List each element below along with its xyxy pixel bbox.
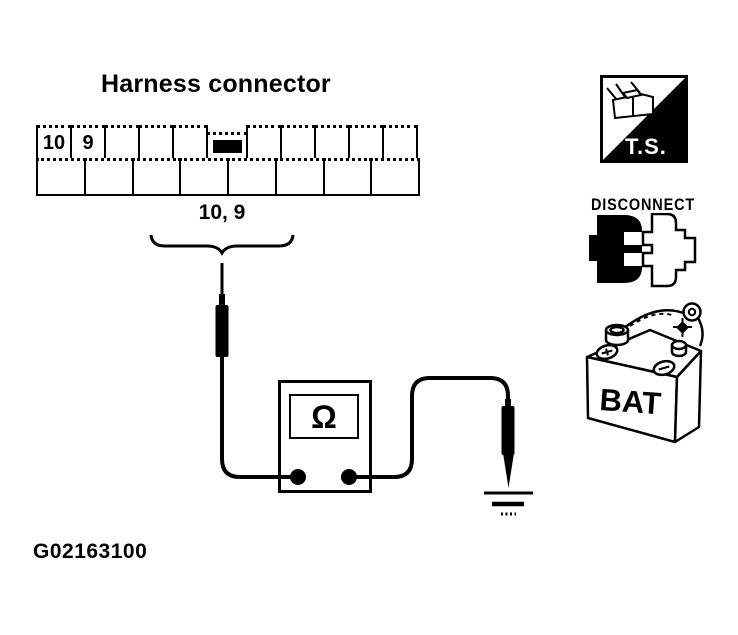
connector-cavity (179, 158, 229, 196)
right-probe (501, 406, 515, 455)
disconnect-label: DISCONNECT (591, 195, 696, 214)
connector-cavity (131, 158, 182, 196)
connector-cavity (227, 158, 277, 196)
connector-cavity (370, 158, 420, 196)
connector-cavity (322, 158, 373, 196)
battery-label: BAT (599, 382, 663, 421)
figure-id: G02163100 (33, 540, 148, 563)
disconnect-icon-art (589, 213, 697, 288)
connector-bottom-row (36, 158, 420, 196)
connector-cavity (138, 125, 174, 160)
connector-cavity (104, 125, 140, 160)
ground-symbol (484, 491, 533, 516)
latch-key-icon (212, 140, 242, 153)
connector-cavity (348, 125, 384, 160)
connector-cavity-10: 10 (36, 125, 72, 160)
connector-half-right (641, 213, 697, 288)
battery-side-face (673, 349, 703, 444)
battery-icon: BAT (585, 302, 704, 444)
connector-cavity (246, 125, 282, 160)
connector-cavity (36, 158, 86, 196)
connector-glyph (606, 81, 654, 120)
disconnect-icon: DISCONNECT (586, 195, 711, 295)
connector-cavity (314, 125, 350, 160)
connector-cavity-9: 9 (70, 125, 106, 160)
connector-half-left (589, 215, 642, 283)
ts-icon: T.S. (600, 75, 688, 163)
connector-latch (206, 132, 248, 160)
brace (149, 234, 295, 257)
battery-post (604, 323, 630, 347)
page-title: Harness connector (101, 70, 331, 98)
connector-cavity (172, 125, 208, 160)
connector-cavity (280, 125, 316, 160)
plus-terminal (595, 343, 619, 361)
small-terminal (670, 339, 688, 358)
left-probe (215, 305, 229, 357)
connector-cavity (274, 158, 325, 196)
ohmmeter: Ω (278, 380, 372, 493)
probe-target-label: 10, 9 (198, 201, 246, 224)
ts-icon-label: T.S. (625, 134, 667, 159)
ts-icon-art (603, 78, 685, 160)
minus-terminal (652, 359, 676, 377)
connector-cavity (382, 125, 418, 160)
ohmmeter-display: Ω (289, 394, 359, 439)
connector-cavity (83, 158, 134, 196)
ohm-symbol: Ω (311, 398, 337, 435)
